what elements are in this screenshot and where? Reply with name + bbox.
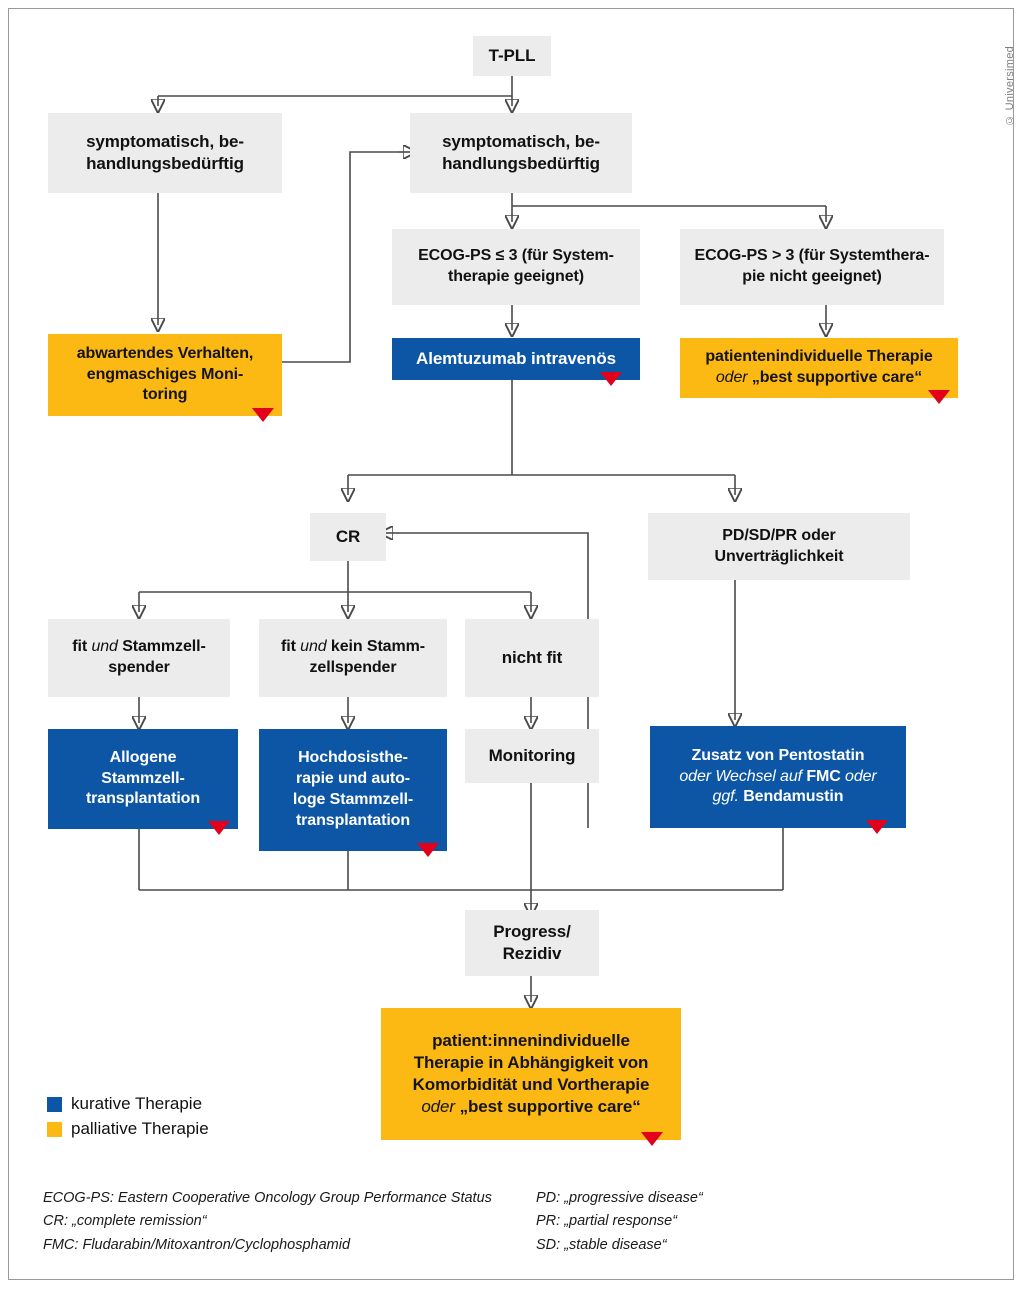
node-final-line2: Therapie in Abhängigkeit von <box>413 1052 649 1072</box>
node-final-bsc: „best supportive care“ <box>454 1097 641 1117</box>
node-not-fit[interactable]: nicht fit <box>465 619 599 697</box>
node-pentostatin-line2-c: oder <box>840 767 877 785</box>
node-pentostatin-fmc: FMC <box>806 767 841 785</box>
node-fit-with-donor-und: und <box>91 638 118 656</box>
node-allogeneic-sct[interactable]: Allogene Stammzell- transplantation <box>48 729 238 835</box>
node-asymptomatic[interactable]: symptomatisch, be- handlungsbedürftig <box>48 113 282 193</box>
node-fit-no-donor-und: und <box>300 638 327 656</box>
legend-item-curative: kurative Therapie <box>47 1094 209 1114</box>
node-symptomatic[interactable]: symptomatisch, be- handlungsbedürftig <box>410 113 632 193</box>
node-fit-no-donor-a: fit <box>281 638 301 656</box>
curative-marker-icon <box>208 821 230 835</box>
legend-label-palliative: palliative Therapie <box>71 1119 209 1138</box>
node-individual-therapy-top[interactable]: patientenindividuelle Therapie oder „bes… <box>680 338 958 404</box>
palliative-marker-icon <box>641 1132 663 1146</box>
footnote-pr: PR: „partial response“ <box>536 1213 678 1230</box>
node-not-fit-label: nicht fit <box>501 647 563 667</box>
node-ecog-gt3-label: ECOG-PS > 3 (für Systemthera- pie nicht … <box>694 247 930 285</box>
node-watchful-waiting[interactable]: abwartendes Verhalten, engmaschiges Moni… <box>48 334 282 422</box>
node-watchful-waiting-label: abwartendes Verhalten, engmaschiges Moni… <box>76 344 254 404</box>
node-pentostatin-line3-a: ggf. <box>712 788 744 806</box>
node-individual-therapy-top-oder: oder <box>715 369 748 386</box>
node-final-individual-therapy[interactable]: patient:innenindividuelle Therapie in Ab… <box>381 1008 681 1146</box>
curative-marker-icon <box>600 372 622 386</box>
node-pentostatin-line2-a: oder Wechsel auf <box>679 767 807 785</box>
node-fit-no-donor[interactable]: fit und kein Stamm- zellspender <box>259 619 447 697</box>
curative-marker-icon <box>417 843 439 857</box>
node-tpll[interactable]: T-PLL <box>473 36 551 76</box>
node-individual-therapy-top-line1: patientenindividuelle Therapie <box>705 348 933 366</box>
node-pentostatin-line1: Zusatz von Pentostatin <box>691 746 865 764</box>
footnote-cr: CR: „complete remission“ <box>43 1213 207 1230</box>
legend: kurative Therapie palliative Therapie <box>47 1094 209 1144</box>
node-progress-relapse-label: Progress/ Rezidiv <box>493 921 571 963</box>
node-progress-relapse[interactable]: Progress/ Rezidiv <box>465 910 599 976</box>
legend-swatch-palliative <box>47 1121 62 1137</box>
node-alemtuzumab-label: Alemtuzumab intravenös <box>416 348 616 368</box>
legend-item-palliative: palliative Therapie <box>47 1119 209 1139</box>
node-fit-with-donor[interactable]: fit und Stammzell- spender <box>48 619 230 697</box>
node-tpll-label: T-PLL <box>488 45 536 65</box>
node-final-line1: patient:innenindividuelle <box>432 1030 630 1050</box>
legend-label-curative: kurative Therapie <box>71 1094 203 1113</box>
node-fit-no-donor-c: kein Stamm- zellspender <box>309 638 426 676</box>
node-ecog-le3-label: ECOG-PS ≤ 3 (für System- therapie geeign… <box>418 247 614 285</box>
node-pd-sd-pr[interactable]: PD/SD/PR oder Unverträglichkeit <box>648 513 910 580</box>
node-pd-sd-pr-label: PD/SD/PR oder Unverträglichkeit <box>714 526 844 565</box>
curative-marker-icon <box>866 820 888 834</box>
node-symptomatic-label: symptomatisch, be- handlungsbedürftig <box>442 131 600 173</box>
node-cr[interactable]: CR <box>310 513 386 561</box>
node-alemtuzumab[interactable]: Alemtuzumab intravenös <box>392 338 640 386</box>
node-asymptomatic-label: symptomatisch, be- handlungsbedürftig <box>86 131 244 173</box>
legend-swatch-curative <box>47 1096 62 1112</box>
node-monitoring[interactable]: Monitoring <box>465 729 599 783</box>
palliative-marker-icon <box>928 390 950 404</box>
node-final-oder: oder <box>421 1097 455 1117</box>
node-cr-label: CR <box>335 526 361 546</box>
node-pentostatin-bendamustin: Bendamustin <box>743 788 844 806</box>
node-hdt-autologous-sct[interactable]: Hochdosisthe- rapie und auto- loge Stamm… <box>259 729 447 857</box>
node-monitoring-label: Monitoring <box>488 745 576 765</box>
node-hdt-autologous-sct-label: Hochdosisthe- rapie und auto- loge Stamm… <box>292 749 414 829</box>
footnotes-right: PD: „progressive disease“ PR: „partial r… <box>536 1187 703 1257</box>
node-fit-with-donor-a: fit <box>72 638 92 656</box>
footnotes-left: ECOG-PS: Eastern Cooperative Oncology Gr… <box>43 1187 492 1257</box>
node-ecog-le3[interactable]: ECOG-PS ≤ 3 (für System- therapie geeign… <box>392 229 640 305</box>
node-final-line3: Komorbidität und Vortherapie <box>412 1075 650 1094</box>
footnote-sd: SD: „stable disease“ <box>536 1236 667 1253</box>
node-individual-therapy-top-bsc: „best supportive care“ <box>747 369 923 386</box>
node-pentostatin-fmc-bendamustin[interactable]: Zusatz von Pentostatin oder Wechsel auf … <box>650 726 906 834</box>
node-allogeneic-sct-label: Allogene Stammzell- transplantation <box>85 748 201 808</box>
node-fit-with-donor-c: Stammzell- spender <box>108 638 206 676</box>
footnote-pd: PD: „progressive disease“ <box>536 1190 703 1206</box>
footnote-ecog: ECOG-PS: Eastern Cooperative Oncology Gr… <box>43 1190 492 1206</box>
palliative-marker-icon <box>252 408 274 422</box>
footnote-fmc: FMC: Fludarabin/Mitoxantron/Cyclophospha… <box>43 1236 351 1253</box>
node-ecog-gt3[interactable]: ECOG-PS > 3 (für Systemthera- pie nicht … <box>680 229 944 305</box>
